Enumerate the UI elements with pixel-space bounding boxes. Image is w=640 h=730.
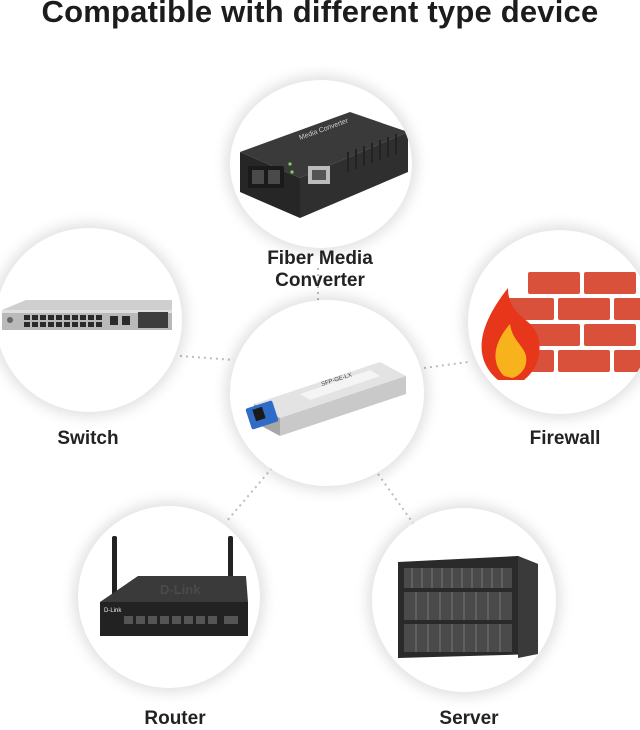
server-rack-icon xyxy=(398,556,538,658)
router-icon: D-Link D-Link xyxy=(100,536,248,636)
switch-label: Switch xyxy=(57,428,119,449)
fiber-media-converter-label-line2: Converter xyxy=(275,270,365,291)
network-switch-icon xyxy=(2,300,172,330)
fiber-media-converter-circle: Media Converter xyxy=(230,80,412,248)
svg-text:D-Link: D-Link xyxy=(160,582,201,597)
svg-text:D-Link: D-Link xyxy=(104,608,122,614)
fiber-media-converter-label-line1: Fiber Media xyxy=(267,248,373,269)
firewall-label: Firewall xyxy=(529,428,601,449)
server-circle xyxy=(372,508,556,692)
page-title: Compatible with different type device xyxy=(41,0,599,29)
firewall-circle xyxy=(468,230,640,414)
server-label: Server xyxy=(439,708,499,729)
media-converter-icon: Media Converter xyxy=(240,112,408,218)
switch-circle xyxy=(0,228,182,412)
fiber-media-converter-label: Fiber Media Converter xyxy=(250,248,390,292)
router-label: Router xyxy=(144,708,206,729)
firewall-icon xyxy=(481,272,640,380)
router-circle: D-Link D-Link xyxy=(78,506,260,688)
sfp-module-circle: SFP-GE-LX xyxy=(230,300,424,486)
sfp-transceiver-icon: SFP-GE-LX xyxy=(245,362,406,436)
